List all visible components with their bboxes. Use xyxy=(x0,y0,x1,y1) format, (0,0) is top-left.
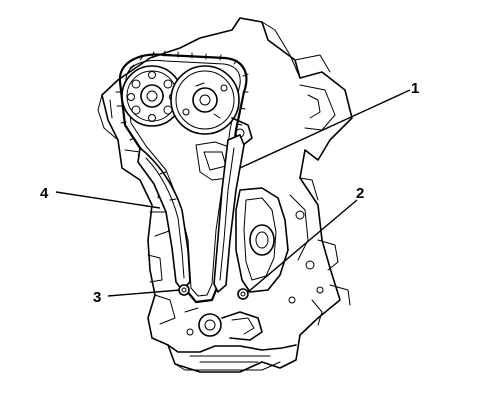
chain-tensioner-arm xyxy=(137,147,191,291)
right-camshaft-sprocket xyxy=(170,65,253,147)
callout-4: 4 xyxy=(40,185,49,202)
callout-2: 2 xyxy=(356,185,364,202)
chain-guide-right xyxy=(213,134,245,293)
guide-bolt-lower-right xyxy=(237,288,249,300)
engine-block xyxy=(97,17,353,373)
tensioner-pivot-bolt xyxy=(178,284,190,296)
callout-3: 3 xyxy=(93,289,101,306)
callout-leaders xyxy=(55,89,411,297)
callout-1: 1 xyxy=(411,80,419,97)
